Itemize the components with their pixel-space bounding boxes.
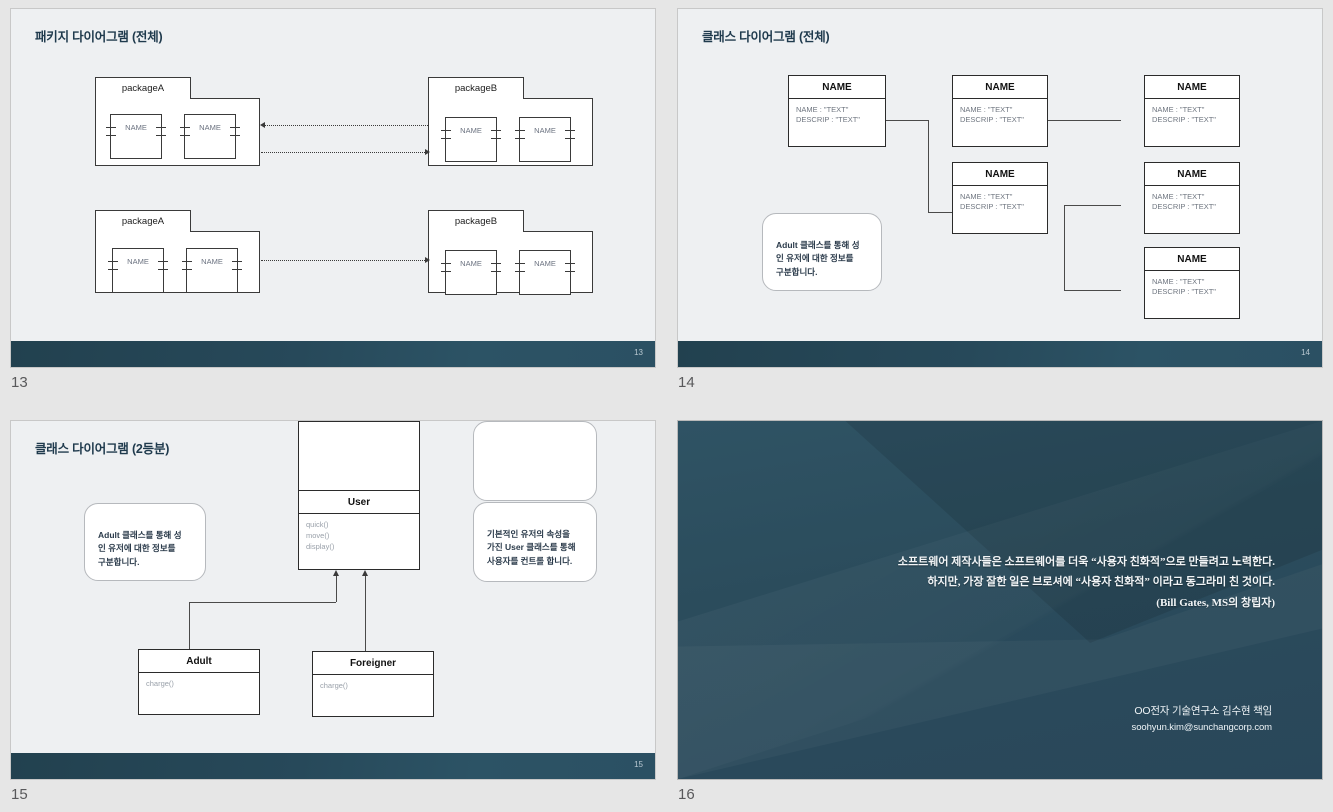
- generalization-line: [365, 576, 366, 664]
- component-box: NAME: [515, 117, 575, 162]
- slide-canvas-14[interactable]: 클래스 다이어그램 (전체) NAME NAME : "TEXT" DESCRI…: [677, 8, 1323, 368]
- slide-canvas-16[interactable]: 소프트웨어 제작사들은 소프트웨어를 더욱 “사용자 친화적”으로 만들려고 노…: [677, 420, 1323, 780]
- callout-text: Adult 클래스를 통해 성 인 유저에 대한 정보를 구분합니다.: [776, 240, 860, 277]
- arrowhead-icon: [425, 149, 430, 155]
- slide-footer-number: 13: [634, 348, 643, 357]
- arrowhead-icon: [362, 570, 368, 576]
- callout-spacer: [473, 421, 597, 501]
- connector-line: [1019, 120, 1121, 121]
- class-name: Adult: [139, 650, 259, 673]
- class-box[interactable]: NAME NAME : "TEXT" DESCRIP : "TEXT": [952, 162, 1048, 234]
- package-body: NAME NAME: [428, 98, 593, 166]
- class-attributes: NAME : "TEXT" DESCRIP : "TEXT": [1152, 105, 1216, 125]
- generalization-line: [189, 602, 336, 603]
- class-operations: charge(): [146, 679, 174, 688]
- slide-thumbnail-15[interactable]: 클래스 다이어그램 (2등분) User quick() move() disp…: [10, 420, 656, 803]
- component-box: NAME: [441, 250, 501, 295]
- slide-footer-bar: 13: [11, 341, 655, 367]
- class-box[interactable]: NAME NAME : "TEXT" DESCRIP : "TEXT": [952, 75, 1048, 147]
- background-gradient: [678, 421, 1322, 779]
- page-title: 클래스 다이어그램 (전체): [702, 30, 830, 44]
- thumbnail-number: 13: [11, 374, 28, 391]
- arrowhead-icon: [425, 257, 430, 263]
- class-operations: quick() move() display(): [306, 520, 335, 551]
- slide-canvas-13[interactable]: 패키지 다이어그램 (전체) packageA NAME NAME p: [10, 8, 656, 368]
- class-attributes: NAME : "TEXT" DESCRIP : "TEXT": [1152, 192, 1216, 212]
- quote-line-1: 소프트웨어 제작사들은 소프트웨어를 더욱 “사용자 친화적”으로 만들려고 노…: [897, 556, 1275, 568]
- slide-thumbnail-16[interactable]: 소프트웨어 제작사들은 소프트웨어를 더욱 “사용자 친화적”으로 만들려고 노…: [677, 420, 1323, 803]
- slide-footer-number: 15: [634, 760, 643, 769]
- thumbnail-number: 14: [678, 374, 695, 391]
- package-tab-label: packageA: [95, 77, 191, 99]
- package-tab-label: packageA: [95, 210, 191, 232]
- class-box[interactable]: NAME NAME : "TEXT" DESCRIP : "TEXT": [1144, 162, 1240, 234]
- component-box: NAME: [441, 117, 501, 162]
- page-title: 패키지 다이어그램 (전체): [35, 30, 163, 44]
- slide-thumbnail-13[interactable]: 패키지 다이어그램 (전체) packageA NAME NAME p: [10, 8, 656, 391]
- connector-line: [928, 120, 929, 212]
- slide-thumbnail-14[interactable]: 클래스 다이어그램 (전체) NAME NAME : "TEXT" DESCRI…: [677, 8, 1323, 391]
- package-body: NAME NAME: [95, 231, 260, 293]
- class-name: NAME: [1145, 248, 1239, 271]
- slide-footer-bar: 15: [11, 753, 655, 779]
- dependency-arrow: [261, 260, 427, 261]
- package-body: NAME NAME: [95, 98, 260, 166]
- class-name: NAME: [1145, 163, 1239, 186]
- component-box: NAME: [515, 250, 575, 295]
- callout-note-adult[interactable]: Adult 클래스를 통해 성 인 유저에 대한 정보를 구분합니다.: [84, 503, 206, 581]
- class-name: Foreigner: [313, 652, 433, 675]
- class-box-user[interactable]: [298, 421, 420, 495]
- class-box[interactable]: NAME NAME : "TEXT" DESCRIP : "TEXT": [1144, 75, 1240, 147]
- callout-text: Adult 클래스를 통해 성 인 유저에 대한 정보를 구분합니다.: [98, 530, 182, 567]
- connector-line: [928, 212, 970, 213]
- slide-canvas-15[interactable]: 클래스 다이어그램 (2등분) User quick() move() disp…: [10, 420, 656, 780]
- generalization-line: [336, 576, 337, 602]
- class-box[interactable]: NAME NAME : "TEXT" DESCRIP : "TEXT": [788, 75, 886, 147]
- presenter-name: OO전자 기술연구소 김수현 책임: [1134, 705, 1272, 717]
- presenter-email[interactable]: soohyun.kim@sunchangcorp.com: [1131, 722, 1273, 733]
- slide-footer-bar: 14: [678, 341, 1322, 367]
- class-name: NAME: [1145, 76, 1239, 99]
- class-box[interactable]: NAME NAME : "TEXT" DESCRIP : "TEXT": [1144, 247, 1240, 319]
- class-name: NAME: [789, 76, 885, 99]
- connector-line: [1064, 290, 1121, 291]
- connector-line: [1064, 205, 1121, 206]
- arrowhead-icon: [260, 122, 265, 128]
- class-operations: charge(): [320, 681, 348, 690]
- callout-note-user[interactable]: 기본적인 유저의 속성을 가진 User 클래스를 통해 사용자를 컨트롤 합니…: [473, 502, 597, 582]
- class-attributes: NAME : "TEXT" DESCRIP : "TEXT": [960, 105, 1024, 125]
- page-title: 클래스 다이어그램 (2등분): [35, 442, 170, 456]
- callout-note-adult[interactable]: Adult 클래스를 통해 성 인 유저에 대한 정보를 구분합니다.: [762, 213, 882, 291]
- package-body: NAME NAME: [428, 231, 593, 295]
- thumbnail-number: 16: [678, 786, 695, 803]
- generalization-line: [189, 602, 190, 679]
- dependency-arrow: [264, 125, 428, 126]
- connector-line: [1064, 205, 1065, 290]
- class-attributes: NAME : "TEXT" DESCRIP : "TEXT": [960, 192, 1024, 212]
- slide-footer-number: 14: [1301, 348, 1310, 357]
- class-attributes: NAME : "TEXT" DESCRIP : "TEXT": [796, 105, 860, 125]
- presenter-signature: OO전자 기술연구소 김수현 책임 soohyun.kim@sunchangco…: [1131, 703, 1273, 733]
- arrowhead-icon: [333, 570, 339, 576]
- class-name: NAME: [953, 163, 1047, 186]
- class-box-user[interactable]: User quick() move() display(): [298, 490, 420, 570]
- quote-attribution: (Bill Gates, MS의 창립자): [1156, 596, 1275, 609]
- component-box: NAME: [106, 114, 166, 159]
- component-box: NAME: [108, 248, 168, 293]
- class-attributes: NAME : "TEXT" DESCRIP : "TEXT": [1152, 277, 1216, 297]
- class-box-foreigner[interactable]: Foreigner charge(): [312, 651, 434, 717]
- class-box-adult[interactable]: Adult charge(): [138, 649, 260, 715]
- dependency-arrow: [261, 152, 427, 153]
- closing-quote: 소프트웨어 제작사들은 소프트웨어를 더욱 “사용자 친화적”으로 만들려고 노…: [815, 552, 1275, 613]
- package-tab-label: packageB: [428, 210, 524, 232]
- quote-line-2: 하지만, 가장 잘한 일은 브로셔에 “사용자 친화적” 이라고 동그라미 친 …: [927, 576, 1275, 589]
- component-box: NAME: [180, 114, 240, 159]
- package-tab-label: packageB: [428, 77, 524, 99]
- thumbnail-number: 15: [11, 786, 28, 803]
- connector-line: [858, 120, 928, 121]
- callout-text: 기본적인 유저의 속성을 가진 User 클래스를 통해 사용자를 컨트롤 합니…: [487, 529, 576, 566]
- class-name: NAME: [953, 76, 1047, 99]
- class-name: User: [299, 491, 419, 514]
- component-box: NAME: [182, 248, 242, 293]
